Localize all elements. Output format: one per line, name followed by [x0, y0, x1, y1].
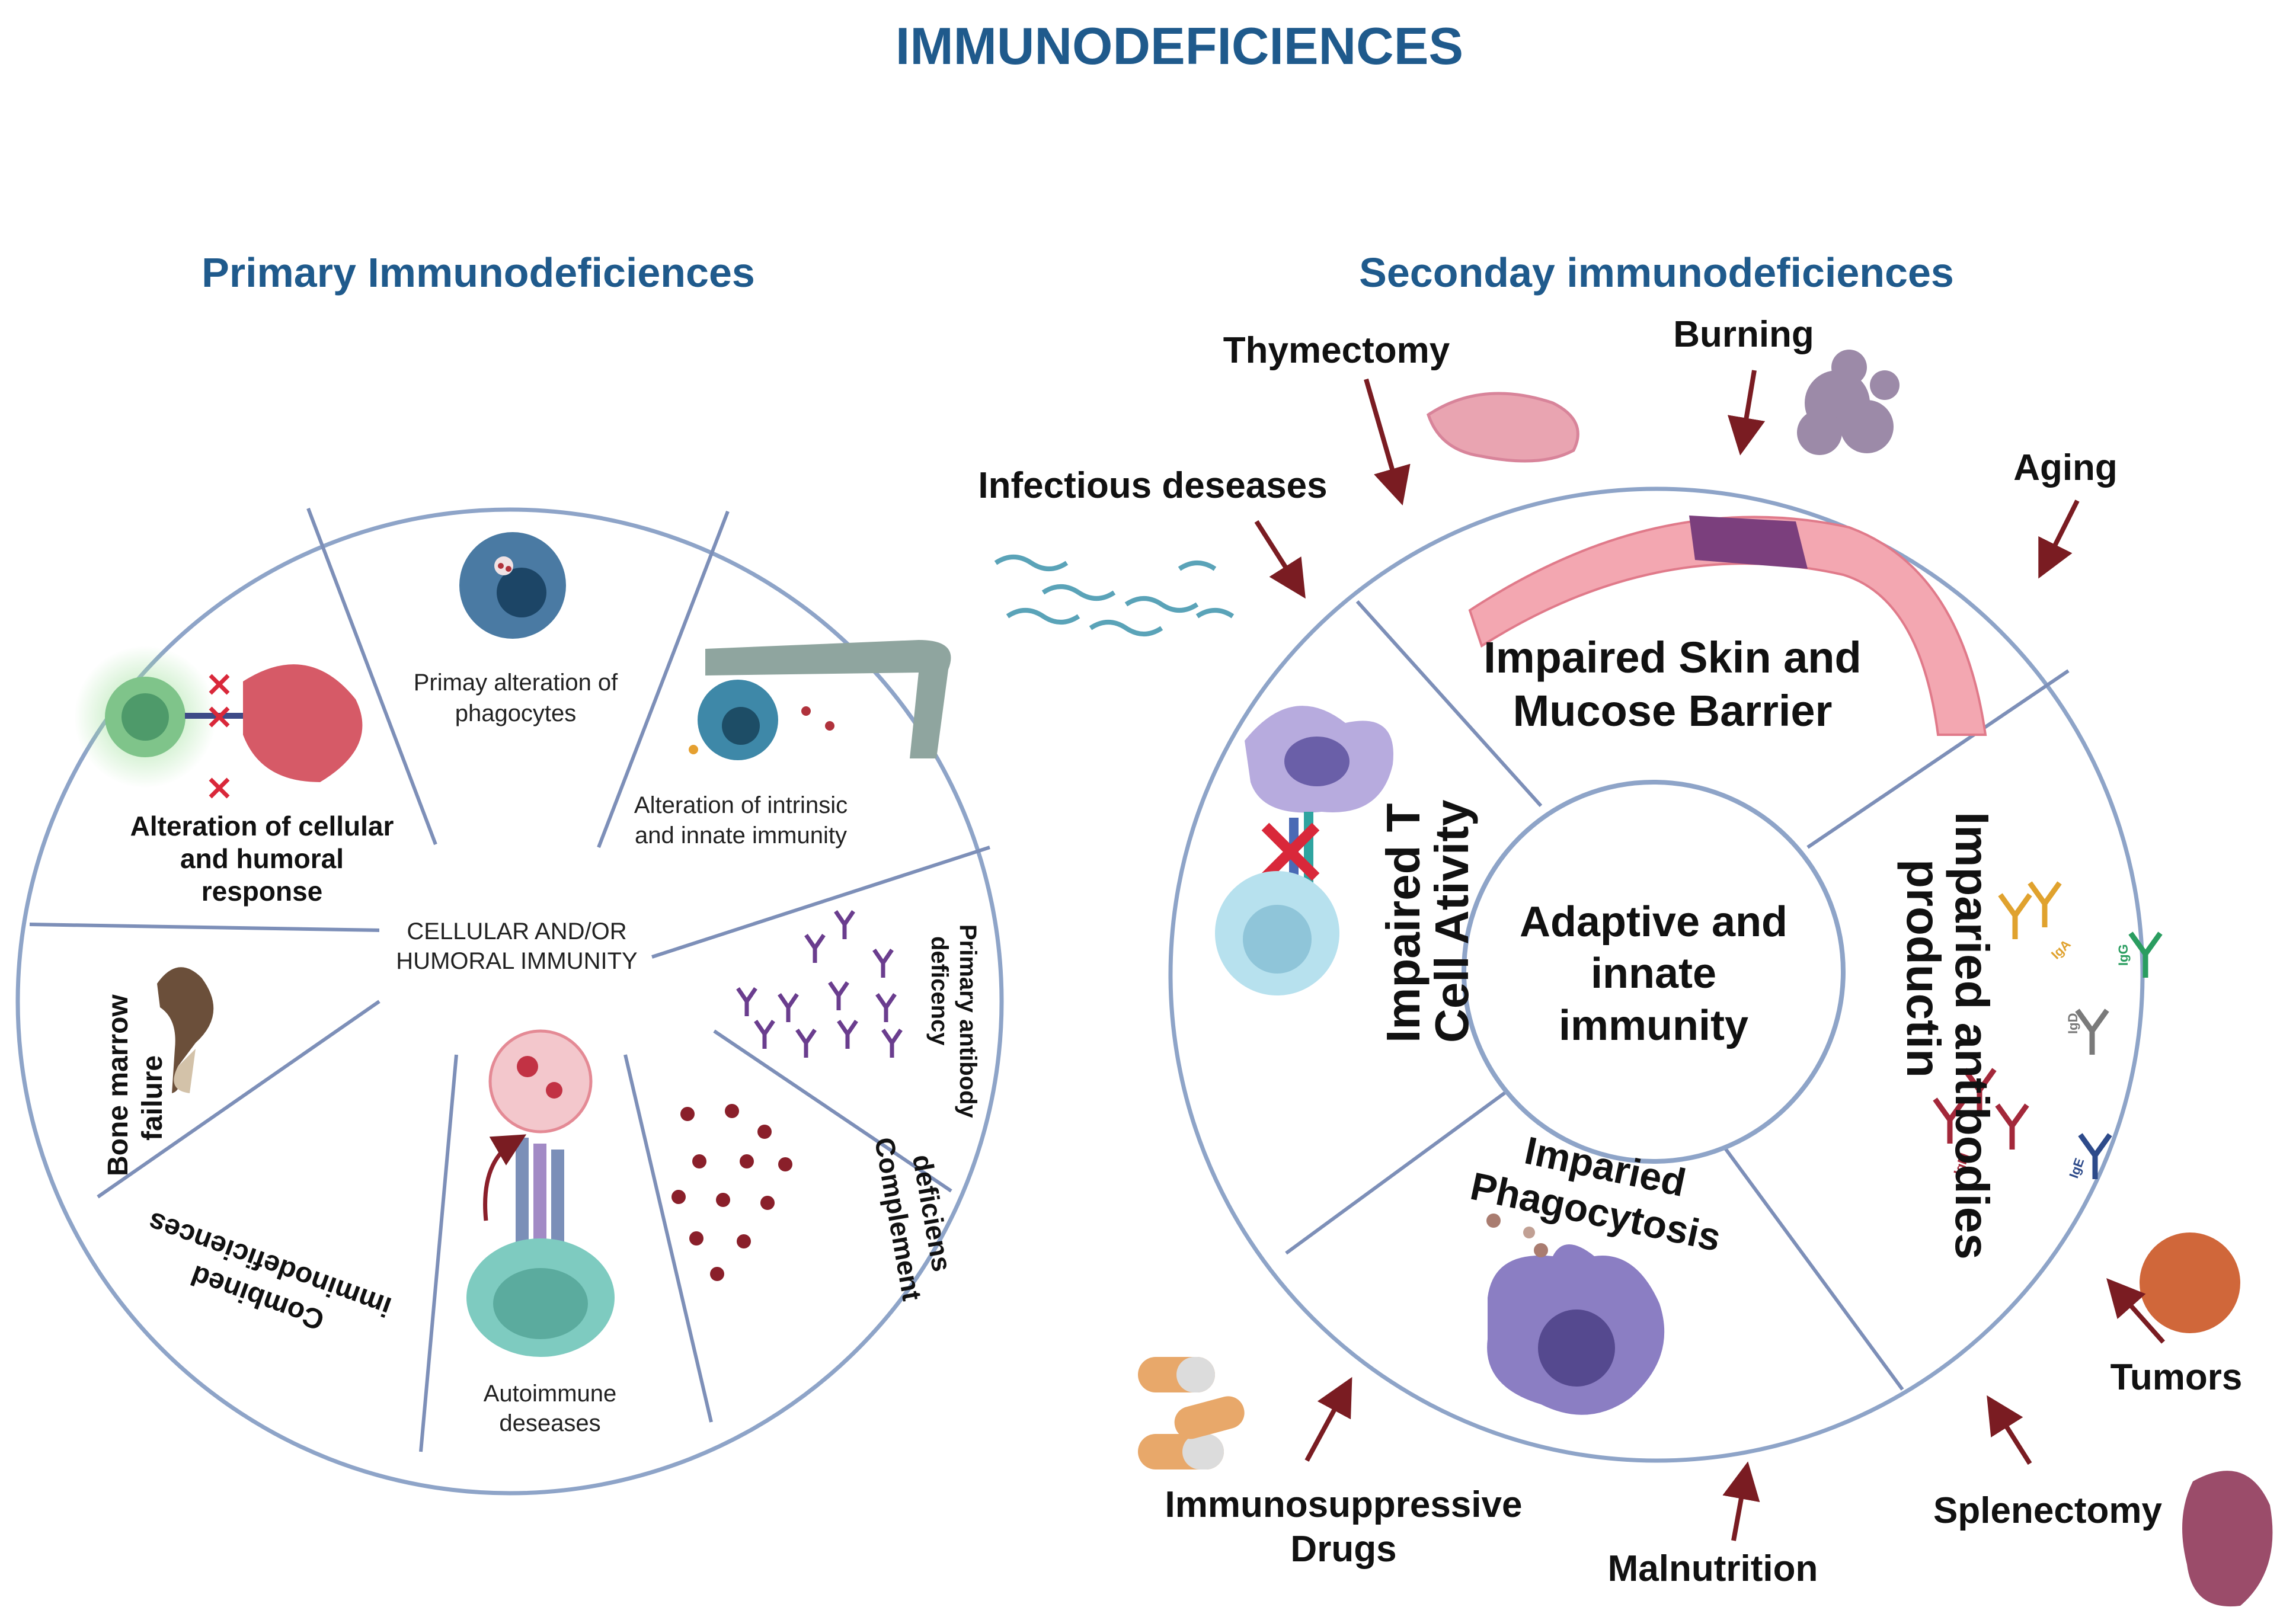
sector-antibodies-line1: Imparied antibodies: [1946, 812, 1998, 1260]
isotype-igd-label: IgD: [2065, 1013, 2080, 1034]
complement-dots-icon: [671, 1104, 792, 1281]
cause-aging: Aging: [2013, 447, 2118, 488]
cause-burning-arrow: [1728, 370, 1766, 456]
sector-tcell-line1: Impaired T: [1377, 803, 1430, 1043]
sector-skin-line1: Impaired Skin and: [1483, 633, 1861, 682]
main-title: IMMUNODEFICIENCES: [896, 17, 1463, 75]
secondary-inner-ring: [1462, 780, 1846, 1164]
cause-malnutrition-arrow: [1722, 1461, 1760, 1541]
burn-cells-icon: [1797, 350, 1900, 455]
isotype-igg-label: IgG: [2116, 944, 2131, 966]
cause-infectious-arrow: [1254, 520, 1306, 599]
sector-phagocytes-line1: Primay alteration of: [414, 670, 618, 696]
cause-drugs-arrow: [1304, 1376, 1352, 1462]
epithelium-macrophage-icon: [689, 640, 951, 760]
cause-splenectomy: Splenectomy: [1933, 1490, 2162, 1531]
secondary-center-line3: immunity: [1559, 1002, 1748, 1049]
sector-tcell-line2: Cell Ativity: [1425, 799, 1478, 1043]
sector-antibody-line1: Primary antibody: [955, 924, 981, 1119]
sector-autoimmune-line1: Autoimmune: [484, 1381, 617, 1407]
secondary-center-line1: Adaptive and: [1520, 898, 1787, 946]
cause-drugs-line2: Drugs: [1290, 1529, 1396, 1570]
primary-dividers: [29, 507, 990, 1452]
causes: Thymectomy Burning Infectious deseases A…: [978, 314, 2273, 1607]
microbes-icon: [994, 555, 1235, 636]
phagocyte-icon: [459, 532, 566, 639]
cause-splenectomy-arrow: [1987, 1395, 2032, 1465]
cause-tumors-arrow: [2106, 1278, 2165, 1344]
sector-intrinsic-line1: Alteration of intrinsic: [634, 792, 848, 818]
cause-infectious: Infectious deseases: [978, 465, 1327, 506]
sector-antibody-line2: deficency: [926, 936, 952, 1046]
primary-wheel: CELLULAR AND/OR HUMORAL IMMUNITY Primay …: [15, 507, 1004, 1496]
sector-cellular-line3: response: [202, 876, 323, 907]
sector-cellular-line1: Alteration of cellular: [130, 811, 394, 841]
cause-drugs-line1: Immunosuppressive: [1165, 1484, 1523, 1525]
sector-intrinsic-line2: and innate immunity: [635, 822, 847, 849]
autoimmune-cell-icon: [466, 1029, 615, 1357]
cause-thymectomy: Thymectomy: [1223, 330, 1450, 371]
cause-aging-arrow: [2038, 500, 2080, 579]
secondary-dividers: [1285, 600, 2070, 1391]
sector-autoimmune-line2: deseases: [499, 1410, 600, 1436]
t-cell-target-icon: [74, 646, 363, 799]
antibodies-icon: [1933, 881, 2163, 1179]
primary-center-label-line2: HUMORAL IMMUNITY: [396, 948, 637, 974]
t-cell-interaction-icon: [1215, 706, 1393, 995]
sector-skin-line2: Mucose Barrier: [1513, 686, 1833, 735]
antibody-swarm-icon: [736, 910, 903, 1058]
bone-icon: [157, 967, 214, 1093]
sector-antibodies-line2: productin: [1897, 859, 1950, 1078]
cause-tumors: Tumors: [2110, 1357, 2243, 1398]
sector-cellular-line2: and humoral: [180, 843, 344, 874]
cause-burning: Burning: [1673, 314, 1814, 355]
primary-center-label-line1: CELLULAR AND/OR: [407, 918, 626, 945]
secondary-center-line2: innate: [1591, 950, 1716, 997]
sector-marrow-line1: Bone marrow: [103, 994, 134, 1176]
pills-icon: [1138, 1357, 1245, 1469]
skin-epithelium-icon: [1468, 516, 1987, 736]
sector-phagocytes-line2: phagocytes: [455, 700, 577, 726]
thymus-icon: [1427, 392, 1579, 463]
primary-heading: Primary Immunodeficiences: [202, 249, 755, 296]
tumor-icon: [2140, 1232, 2240, 1333]
cause-malnutrition: Malnutrition: [1608, 1548, 1818, 1589]
secondary-heading: Seconday immunodeficiences: [1359, 249, 1954, 296]
sector-marrow-line2: failure: [137, 1055, 168, 1141]
cause-thymectomy-arrow: [1364, 378, 1411, 506]
spleen-icon: [2182, 1471, 2273, 1607]
secondary-wheel: Adaptive and innate immunity Impaired Sk…: [1168, 486, 2163, 1463]
macrophage-icon: [1486, 1214, 1665, 1415]
